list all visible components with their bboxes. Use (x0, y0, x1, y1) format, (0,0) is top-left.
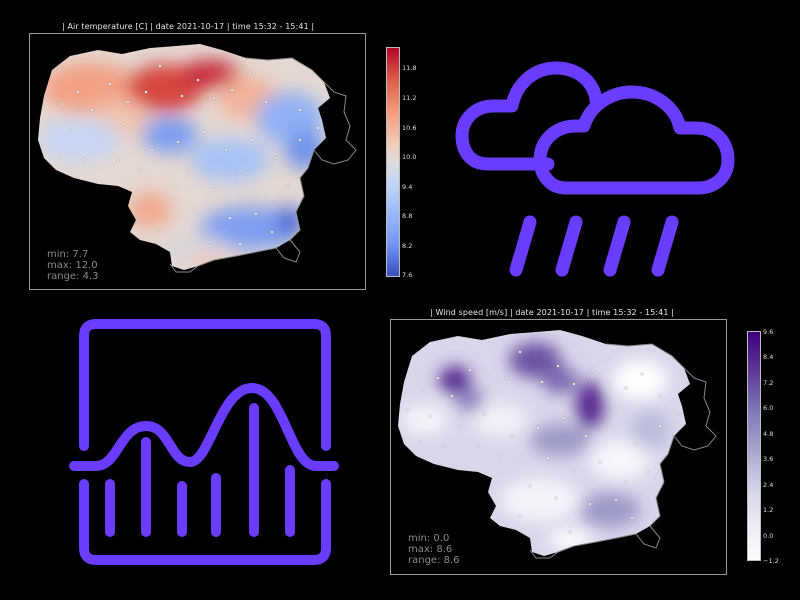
wind-tick-3: 6.0 (763, 404, 774, 412)
temp-tick-4: 9.4 (402, 183, 413, 191)
wind-speed-map-frame (390, 319, 727, 575)
wind-speed-min: min: 0.0 (408, 533, 450, 544)
temp-tick-7: 7.6 (402, 271, 413, 279)
wind-border-outline (529, 343, 717, 559)
wind-tick-2: 7.2 (763, 379, 774, 387)
wind-tick-1: 8.4 (763, 353, 774, 361)
temp-tick-6: 8.2 (402, 242, 413, 250)
air-temperature-colorbar (386, 47, 400, 277)
air-temperature-stats: min: 7.7 max: 12.0 range: 4.3 (47, 249, 99, 282)
wind-tick-9: −1.2 (763, 557, 779, 565)
wind-speed-max: max: 8.6 (408, 544, 453, 555)
wind-tick-5: 3.6 (763, 455, 774, 463)
temp-tick-3: 10.0 (402, 153, 417, 161)
wind-speed-stats: min: 0.0 max: 8.6 range: 8.6 (408, 533, 460, 566)
wind-tick-6: 2.4 (763, 481, 774, 489)
temp-tick-2: 10.6 (402, 124, 417, 132)
wind-tick-8: 0.0 (763, 532, 774, 540)
air-temperature-title: | Air temperature [C] | date 2021-10-17 … (62, 22, 315, 31)
wind-tick-0: 9.6 (763, 328, 774, 336)
wind-speed-title: | Wind speed [m/s] | date 2021-10-17 | t… (430, 308, 674, 317)
air-temperature-range: range: 4.3 (47, 271, 99, 282)
wind-tick-4: 4.8 (763, 430, 774, 438)
temp-tick-0: 11.8 (402, 64, 417, 72)
wind-tick-7: 1.2 (763, 506, 774, 514)
air-temperature-map-frame (29, 33, 366, 290)
air-temperature-min: min: 7.7 (47, 249, 89, 260)
wind-speed-range: range: 8.6 (408, 555, 460, 566)
wind-speed-colorbar (747, 331, 761, 561)
temperature-border-outline (169, 57, 357, 273)
temp-tick-5: 8.8 (402, 212, 413, 220)
temperature-station-points (46, 64, 320, 250)
temp-tick-1: 11.2 (402, 94, 417, 102)
air-temperature-max: max: 12.0 (47, 260, 98, 271)
